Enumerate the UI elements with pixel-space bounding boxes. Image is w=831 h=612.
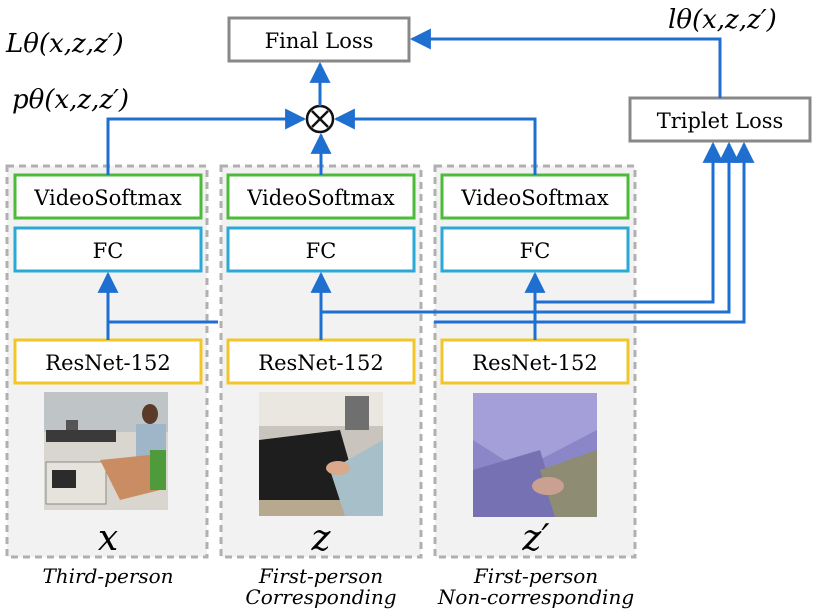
video-softmax-box-z	[226, 173, 416, 220]
video-softmax-label-zprime: VideoSoftmax	[460, 186, 609, 210]
video-softmax-label-z: VideoSoftmax	[246, 186, 395, 210]
arrow-softmax-x-to-multiply	[106, 108, 307, 175]
route-z-to-triplet	[636, 141, 740, 314]
symbol-x: x	[98, 518, 118, 559]
fc-box-x	[13, 226, 203, 273]
symbol-zprime: z′	[521, 518, 549, 559]
caption-first-person-1: First-person	[258, 564, 383, 588]
arrow-softmax-zprime-to-multiply	[333, 108, 537, 175]
final-loss-box	[227, 16, 411, 63]
resnet-label-zprime: ResNet-152	[472, 351, 597, 375]
caption-non-corresponding: Non-corresponding	[437, 585, 634, 609]
resnet-box-x	[13, 338, 203, 385]
third-person-kitchen-photo	[44, 392, 168, 510]
fc-label-z: FC	[306, 239, 337, 263]
caption-first-person-2: First-person	[473, 564, 598, 588]
fc-box-z	[226, 226, 416, 273]
arrow-triplet-to-final-loss	[409, 28, 722, 98]
video-softmax-label-x: VideoSoftmax	[33, 186, 182, 210]
route-zprime-to-triplet	[636, 141, 724, 304]
fc-label-zprime: FC	[520, 239, 551, 263]
route-x-to-triplet	[636, 141, 755, 324]
triplet-loss-label: Triplet Loss	[657, 109, 784, 133]
first-person-stovetop-photo	[259, 392, 383, 516]
multiply-icon-stroke-b	[311, 110, 329, 128]
resnet-label-z: ResNet-152	[258, 351, 383, 375]
p-theta-label: pθ(x,z,z′)	[12, 85, 129, 115]
caption-third-person: Third-person	[42, 564, 173, 588]
caption-corresponding: Corresponding	[245, 585, 396, 609]
l-theta-label: lθ(x,z,z′)	[668, 5, 777, 35]
L-theta-label: Lθ(x,z,z′)	[5, 29, 124, 59]
final-loss-label: Final Loss	[265, 29, 374, 53]
symbol-z: z	[311, 518, 332, 559]
fc-box-zprime	[440, 226, 630, 273]
first-person-fabric-photo	[473, 393, 597, 517]
resnet-box-z	[226, 338, 416, 385]
fc-label-x: FC	[93, 239, 124, 263]
resnet-label-x: ResNet-152	[45, 351, 170, 375]
